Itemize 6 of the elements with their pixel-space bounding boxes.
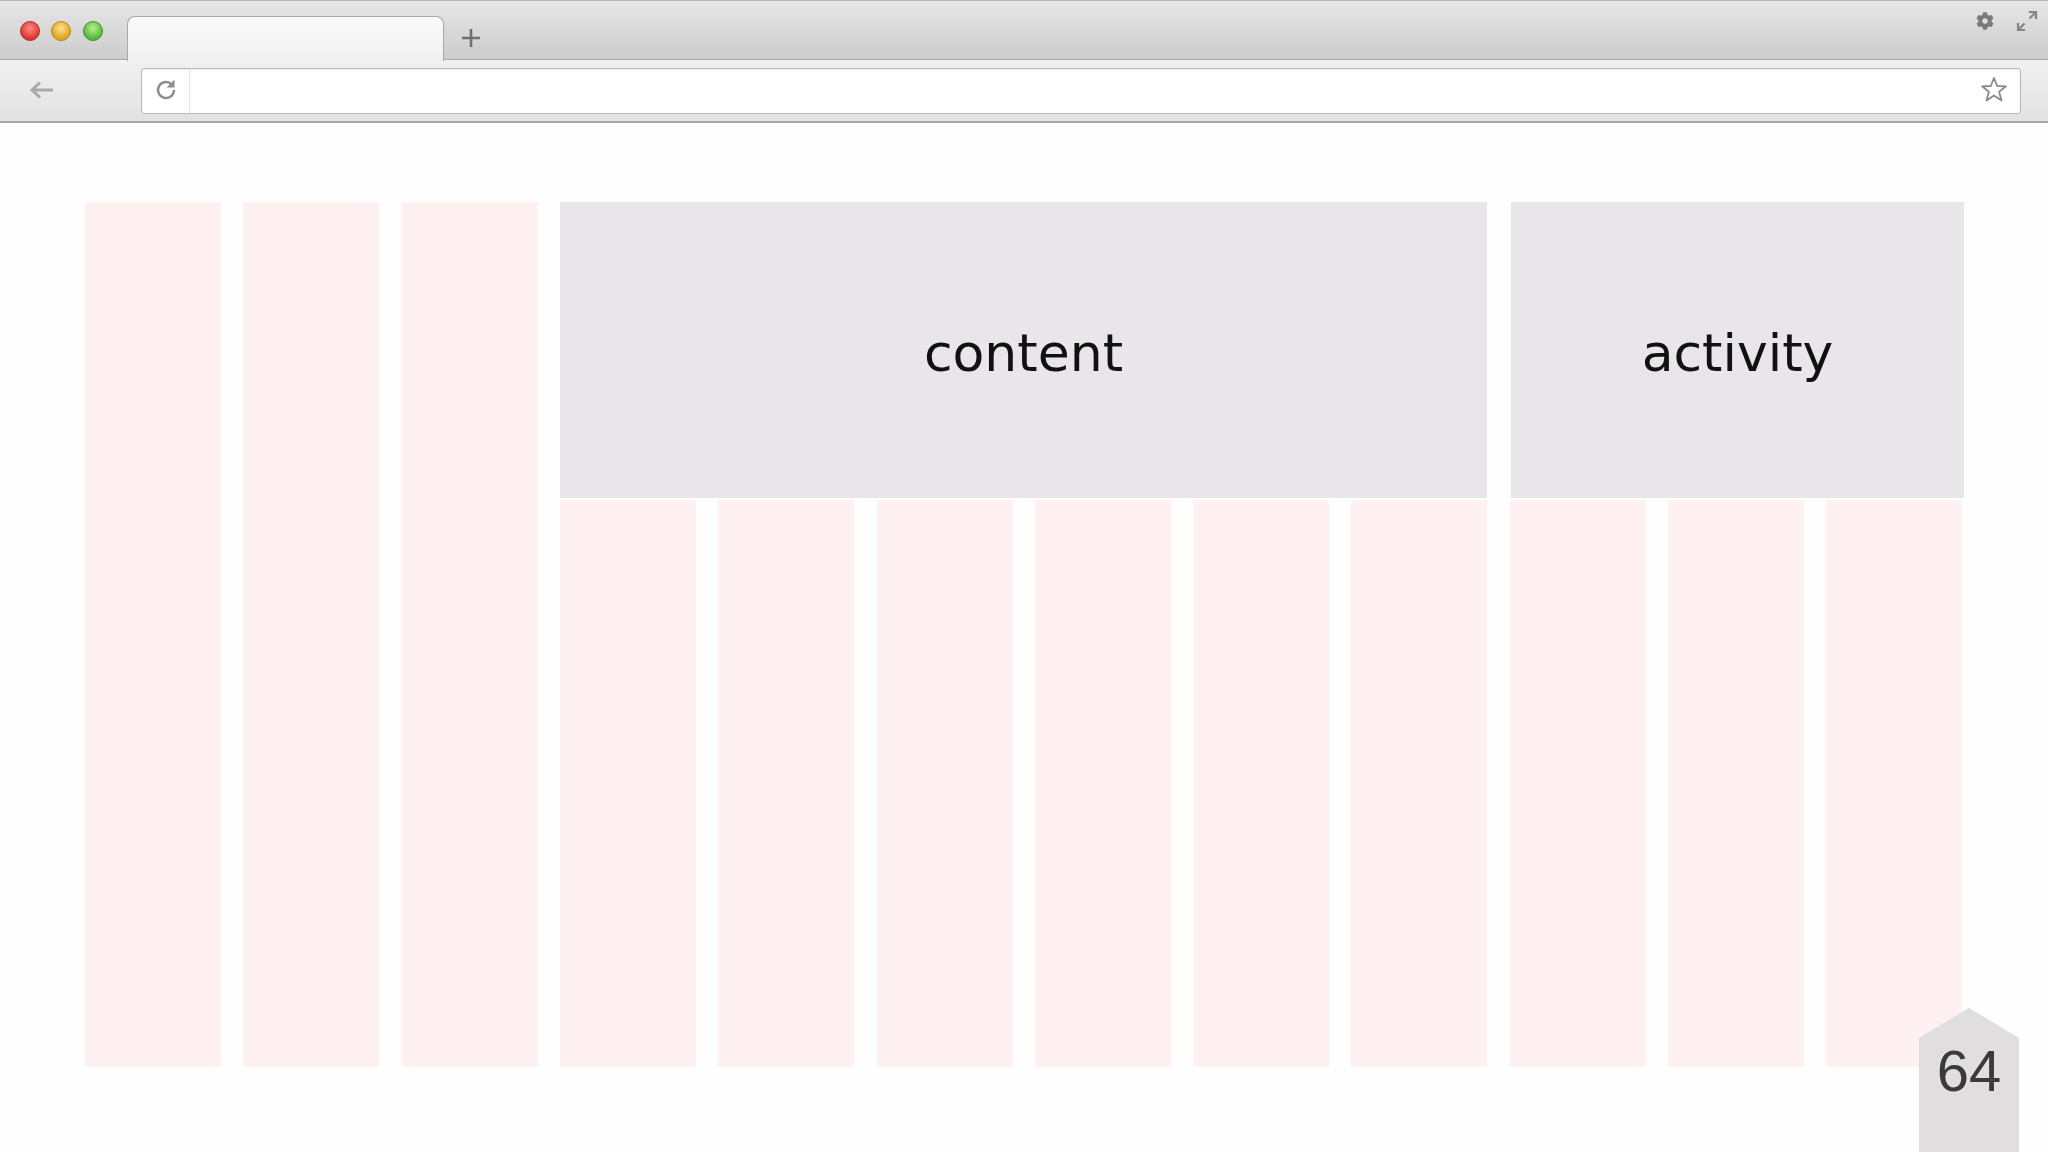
- region-label: activity: [1641, 324, 1834, 384]
- region-box: [1511, 202, 1964, 498]
- page-number: 64: [1936, 1039, 2002, 1105]
- region-label: content: [923, 324, 1124, 384]
- page-number-badge: [1919, 1008, 2019, 1152]
- region-box: [560, 202, 1487, 498]
